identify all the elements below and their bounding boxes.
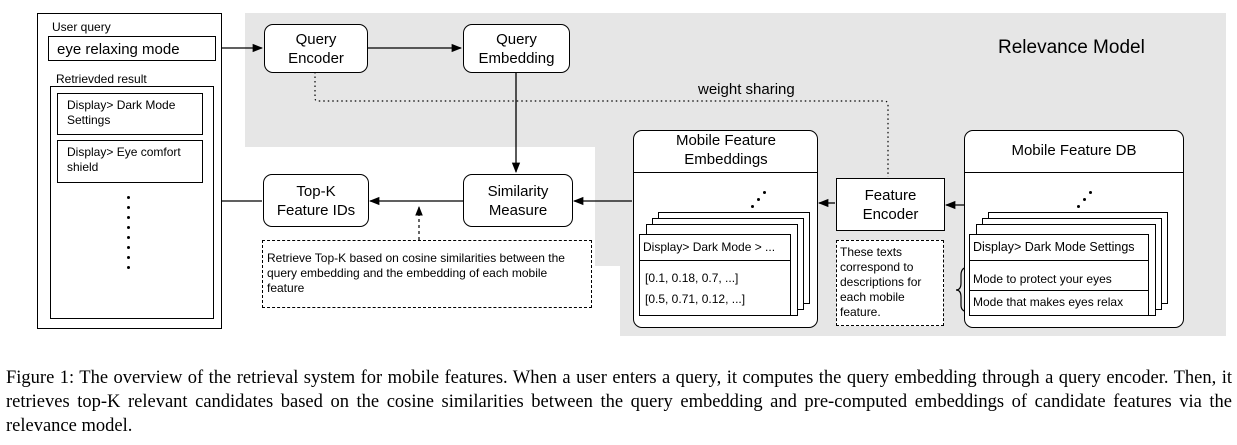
db-ellipsis-dot xyxy=(1077,205,1080,208)
relevance-model-title: Relevance Model xyxy=(998,37,1145,58)
embeddings-ellipsis-dot xyxy=(757,198,760,201)
embeddings-ellipsis-dot xyxy=(763,191,766,194)
figure-caption: Figure 1: The overview of the retrieval … xyxy=(6,368,1232,436)
feature-encoder-label: Feature Encoder xyxy=(862,186,919,223)
user-query-title: User query xyxy=(52,20,111,34)
query-embedding-box: Query Embedding xyxy=(463,24,570,73)
feature-encoder-box: Feature Encoder xyxy=(836,178,945,231)
mobile-embeddings-divider xyxy=(633,172,818,173)
db-description: Mode that makes eyes relax xyxy=(973,295,1124,309)
query-input[interactable]: eye relaxing mode xyxy=(48,36,216,61)
topk-label: Top-K Feature IDs xyxy=(276,182,356,219)
similarity-measure-label: Similarity Measure xyxy=(487,182,549,219)
query-embedding-label: Query Embedding xyxy=(478,30,555,67)
query-text: eye relaxing mode xyxy=(57,41,180,58)
weight-sharing-label: weight sharing xyxy=(698,81,795,98)
embeddings-ellipsis-dot xyxy=(751,205,754,208)
retrieve-note: Retrieve Top-K based on cosine similarit… xyxy=(262,240,592,308)
result-item-label: Display> Dark Mode Settings xyxy=(67,98,176,127)
result-item-label: Display> Eye comfort shield xyxy=(67,145,181,174)
results-ellipsis xyxy=(127,196,130,276)
retrieve-note-text: Retrieve Top-K based on cosine similarit… xyxy=(267,251,565,295)
db-ellipsis-dot xyxy=(1083,198,1086,201)
db-card: Display> Dark Mode Settings Mode to prot… xyxy=(969,234,1149,316)
mobile-feature-db-title: Mobile Feature DB xyxy=(1011,142,1137,159)
db-description-divider xyxy=(970,290,1148,291)
embedding-card: Display> Dark Mode > ... [0.1, 0.18, 0.7… xyxy=(639,234,791,316)
mobile-feature-db-divider xyxy=(964,172,1184,173)
topk-box: Top-K Feature IDs xyxy=(263,174,369,227)
texts-note-text: These texts correspond to descriptions f… xyxy=(840,245,922,319)
texts-note: These texts correspond to descriptions f… xyxy=(836,240,944,326)
db-ellipsis-dot xyxy=(1089,191,1092,194)
query-encoder-box: Query Encoder xyxy=(264,24,368,73)
db-card-divider xyxy=(970,260,1148,261)
mobile-embeddings-title: Mobile Feature Embeddings xyxy=(675,132,777,168)
db-card-title: Display> Dark Mode Settings xyxy=(973,240,1135,254)
query-encoder-label: Query Encoder xyxy=(288,30,344,67)
result-item[interactable]: Display> Eye comfort shield xyxy=(57,140,203,183)
embedding-vector: [0.5, 0.71, 0.12, ...] xyxy=(645,292,746,306)
retrieved-result-title: Retrievded result xyxy=(56,72,147,86)
similarity-measure-box: Similarity Measure xyxy=(463,174,573,227)
result-item[interactable]: Display> Dark Mode Settings xyxy=(57,93,203,135)
description-brace xyxy=(955,266,970,313)
embedding-card-divider xyxy=(640,260,790,261)
embedding-card-title: Display> Dark Mode > ... xyxy=(643,240,776,254)
db-description: Mode to protect your eyes xyxy=(973,272,1112,286)
weight-sharing-line xyxy=(314,72,889,177)
embedding-vector: [0.1, 0.18, 0.7, ...] xyxy=(645,271,739,285)
